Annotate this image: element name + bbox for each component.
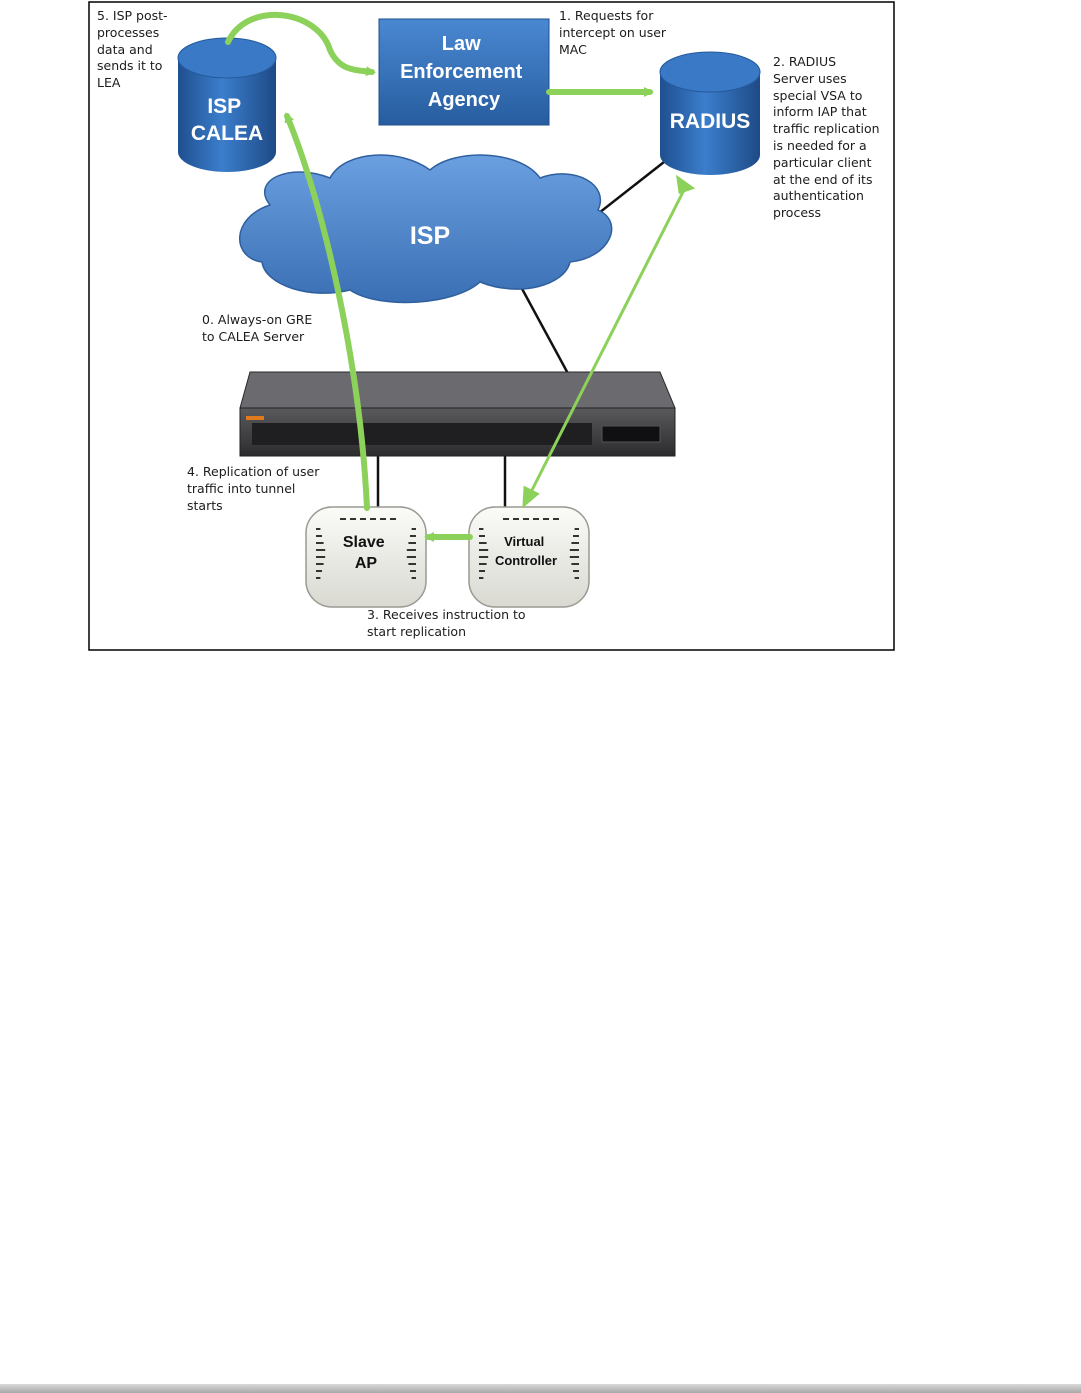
virtual-controller-ap xyxy=(468,506,590,608)
lea-box xyxy=(378,18,550,126)
isp-calea-node xyxy=(177,37,277,172)
slave-ap-label: Slave AP xyxy=(343,534,389,572)
lea-label: Law Enforcement Agency xyxy=(400,33,528,111)
step3-note: 3. Receives instruction to start replica… xyxy=(367,607,526,639)
step4-note: 4. Replication of user traffic into tunn… xyxy=(187,464,320,513)
arrow-calea-to-lea xyxy=(225,11,376,77)
radius-label: RADIUS xyxy=(670,110,751,133)
switch-uplink-ports xyxy=(601,425,661,443)
flow-arrows xyxy=(225,11,654,542)
radius-node xyxy=(659,51,761,175)
page-bottom-rule xyxy=(0,1384,1081,1393)
virtual-controller-vents xyxy=(479,518,579,579)
step0-note: 0. Always-on GRE to CALEA Server xyxy=(202,312,313,344)
isp-calea-label: ISP CALEA xyxy=(191,95,263,145)
isp-cloud-label: ISP xyxy=(410,222,450,250)
switch-logo xyxy=(246,416,264,420)
step2-note: 2. RADIUS Server uses special VSA to inf… xyxy=(773,54,880,221)
arrow-radius-controller xyxy=(522,174,696,509)
isp-radius-link xyxy=(589,161,665,221)
switch-port-bank xyxy=(252,423,592,445)
switch xyxy=(239,371,676,457)
arrow-slave-ap-to-calea xyxy=(284,112,370,511)
slave-ap-vents xyxy=(316,518,416,579)
step1-note: 1. Requests for intercept on user MAC xyxy=(559,8,667,57)
step5-note: 5. ISP post- processes data and sends it… xyxy=(97,8,168,91)
virtual-controller-label: Virtual Controller xyxy=(495,534,557,568)
